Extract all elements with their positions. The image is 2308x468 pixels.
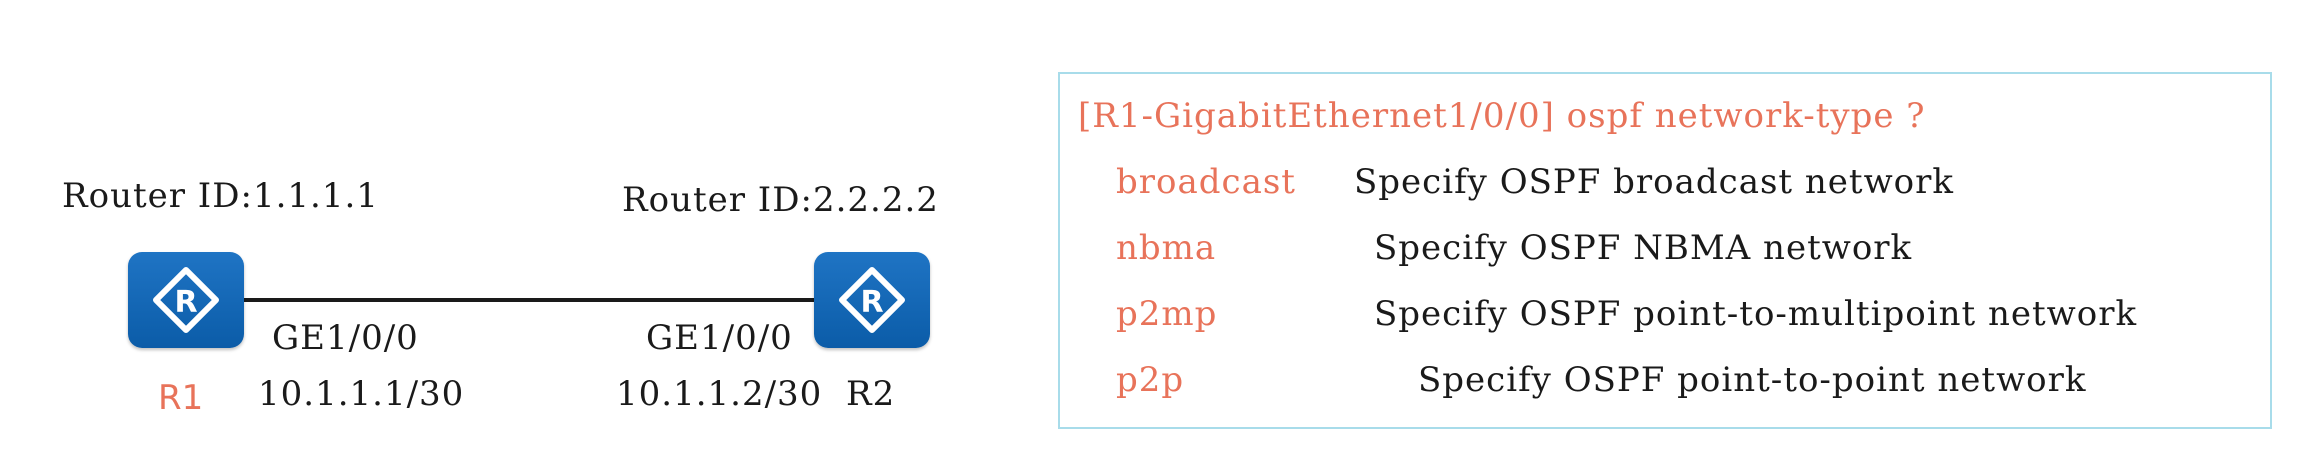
router-icon: R bbox=[153, 267, 219, 333]
router-icon: R bbox=[839, 267, 905, 333]
r2-ip-label: 10.1.1.2/30 bbox=[616, 374, 823, 414]
cli-option-keyword: nbma bbox=[1116, 228, 1217, 268]
r2-name-label: R2 bbox=[846, 374, 896, 414]
cli-option-description: Specify OSPF point-to-multipoint network bbox=[1374, 294, 2138, 334]
r2-router-id: Router ID:2.2.2.2 bbox=[622, 180, 939, 220]
cli-output-box: [R1-GigabitEthernet1/0/0] ospf network-t… bbox=[1058, 72, 2272, 429]
r1-router-id: Router ID:1.1.1.1 bbox=[62, 176, 379, 216]
r1-name-label: R1 bbox=[158, 378, 204, 418]
cli-command-line: [R1-GigabitEthernet1/0/0] ospf network-t… bbox=[1078, 96, 1926, 136]
r1-interface-label: GE1/0/0 bbox=[272, 318, 419, 358]
cli-option-description: Specify OSPF point-to-point network bbox=[1418, 360, 2087, 400]
r1-ip-label: 10.1.1.1/30 bbox=[258, 374, 465, 414]
r2-router-icon[interactable]: R bbox=[814, 252, 930, 348]
cli-option-description: Specify OSPF broadcast network bbox=[1354, 162, 1954, 202]
link-line bbox=[240, 298, 820, 302]
cli-option-keyword: broadcast bbox=[1116, 162, 1296, 202]
r1-router-icon[interactable]: R bbox=[128, 252, 244, 348]
r2-interface-label: GE1/0/0 bbox=[646, 318, 793, 358]
svg-text:R: R bbox=[860, 285, 883, 320]
cli-option-keyword: p2mp bbox=[1116, 294, 1218, 334]
cli-option-keyword: p2p bbox=[1116, 360, 1185, 400]
cli-option-description: Specify OSPF NBMA network bbox=[1374, 228, 1913, 268]
svg-text:R: R bbox=[174, 285, 197, 320]
